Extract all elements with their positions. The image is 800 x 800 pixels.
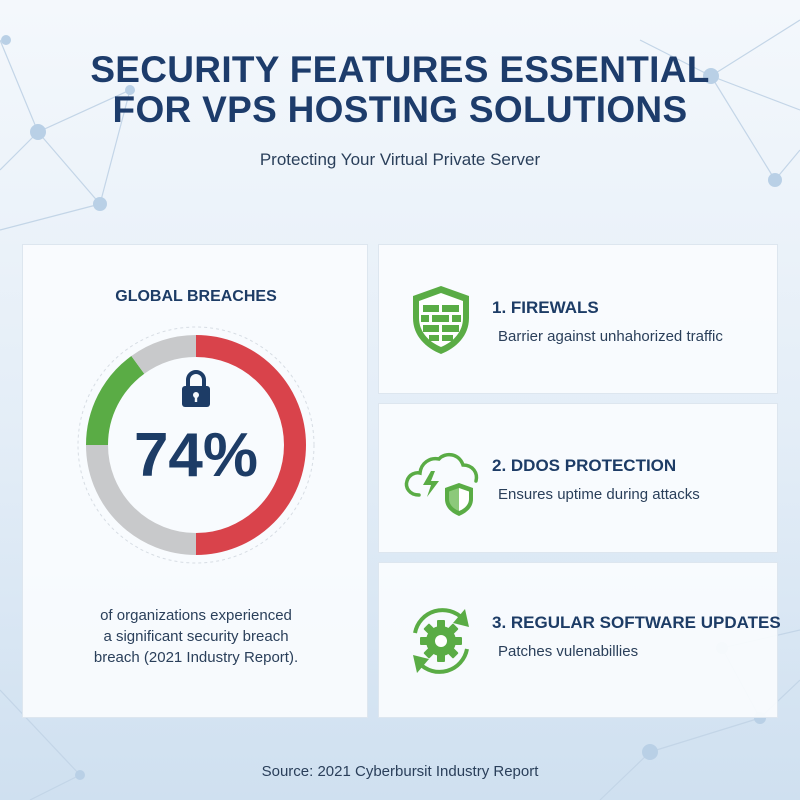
breaches-card: GLOBAL BREACHES 74% of organizations exp… xyxy=(22,244,368,718)
title-line-2: FOR VPS HOSTING SOLUTIONS xyxy=(112,89,688,130)
cloud-ddos-shield-icon xyxy=(404,452,479,516)
feature-desc-firewalls: Barrier against unhahorized traffic xyxy=(498,328,723,345)
breaches-heading: GLOBAL BREACHES xyxy=(115,288,277,305)
caption-line-2: a significant security breach xyxy=(103,628,289,645)
breach-percentage: 74% xyxy=(133,421,259,490)
feature-desc-updates: Patches vulenabillies xyxy=(498,643,639,660)
donut-segment-neutral-1 xyxy=(86,444,197,555)
page-title: SECURITY FEATURES ESSENTIAL FOR VPS HOST… xyxy=(0,50,800,130)
source-note: Source: 2021 Cyberbursit Industry Report xyxy=(261,763,539,780)
donut-segment-breached-0 xyxy=(195,335,306,555)
feature-card-updates: 3. REGULAR SOFTWARE UPDATES Patches vule… xyxy=(378,562,781,718)
feature-card-firewalls: 1. FIREWALS Barrier against unhahorized … xyxy=(378,244,778,394)
breach-donut-chart xyxy=(77,326,315,564)
feature-title-firewalls: 1. FIREWALS xyxy=(492,298,599,317)
feature-title-updates: 3. REGULAR SOFTWARE UPDATES xyxy=(492,613,781,632)
caption-line-3: breach (2021 Industry Report). xyxy=(93,649,299,666)
title-line-1: SECURITY FEATURES ESSENTIAL xyxy=(90,49,710,90)
donut-segment-secure-2 xyxy=(86,356,145,446)
feature-title-ddos: 2. DDOS PROTECTION xyxy=(492,456,677,475)
feature-desc-ddos: Ensures uptime during attacks xyxy=(498,486,700,503)
gear-refresh-icon xyxy=(413,608,469,674)
firewall-shield-icon xyxy=(413,286,469,354)
lock-icon xyxy=(182,370,210,407)
page-subtitle: Protecting Your Virtual Private Server xyxy=(259,150,541,169)
donut-segment-neutral-3 xyxy=(131,335,197,375)
feature-card-ddos: 2. DDOS PROTECTION Ensures uptime during… xyxy=(378,403,778,553)
caption-line-1: of organizations experienced xyxy=(100,607,292,624)
breach-caption: of organizations experienced a significa… xyxy=(53,605,339,668)
